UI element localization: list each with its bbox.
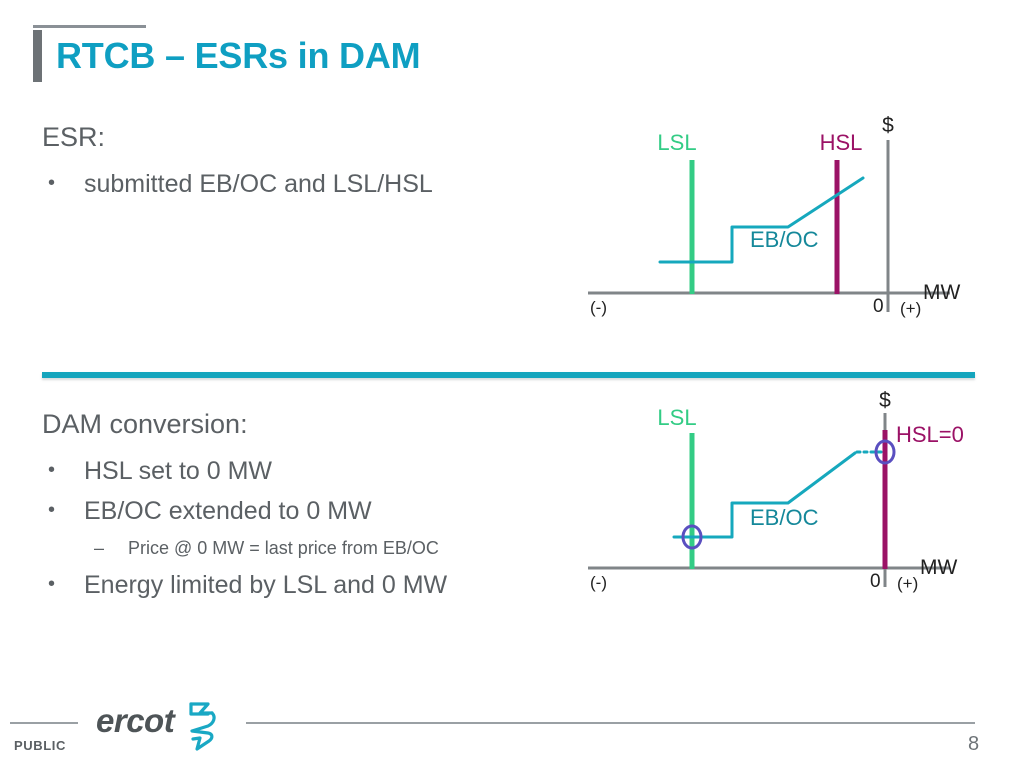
eboc-label: EB/OC xyxy=(750,227,819,252)
classification-label: PUBLIC xyxy=(14,738,66,753)
x-axis-negative-marker: (-) xyxy=(590,573,607,592)
x-axis-negative-marker: (-) xyxy=(590,298,607,317)
ercot-wordmark: ercot xyxy=(96,702,177,739)
footer-rule-left xyxy=(10,722,78,724)
y-axis-label: $ xyxy=(882,114,894,137)
upper-text-block: ESR: submitted EB/OC and LSL/HSL xyxy=(42,118,562,204)
lightning-bolt-icon xyxy=(189,702,216,751)
list-item: HSL set to 0 MW xyxy=(42,450,582,491)
section-divider xyxy=(42,372,975,378)
x-axis-zero-marker: 0 xyxy=(873,296,884,317)
x-axis-label: MW xyxy=(920,556,957,579)
lsl-label: LSL xyxy=(657,130,696,155)
x-axis-positive-marker: (+) xyxy=(900,299,921,318)
lsl-endpoint-marker xyxy=(681,524,703,550)
x-axis-label: MW xyxy=(923,281,960,304)
lsl-label: LSL xyxy=(657,405,696,430)
y-axis-label: $ xyxy=(879,389,891,412)
hsl-label: HSL xyxy=(820,130,863,155)
x-axis-positive-marker: (+) xyxy=(897,574,918,593)
chart-esr-submitted: LSL HSL EB/OC $ MW (-) 0 (+) xyxy=(560,100,980,330)
eboc-curve xyxy=(658,176,865,264)
list-item: submitted EB/OC and LSL/HSL xyxy=(42,163,562,204)
upper-bullet-list: submitted EB/OC and LSL/HSL xyxy=(42,163,562,204)
list-item-sub: Price @ 0 MW = last price from EB/OC xyxy=(42,531,582,565)
title-accent-rule xyxy=(33,25,146,28)
hsl-zero-label: HSL=0 xyxy=(896,422,964,447)
zero-mw-endpoint-marker xyxy=(874,439,896,465)
lower-lead-text: DAM conversion: xyxy=(42,409,248,439)
eboc-curve xyxy=(672,451,857,539)
title-accent-bar xyxy=(33,30,42,82)
footer-rule-right xyxy=(246,722,975,724)
lower-bullet-list: HSL set to 0 MW EB/OC extended to 0 MW P… xyxy=(42,450,582,605)
eboc-label: EB/OC xyxy=(750,505,819,530)
page-title: RTCB – ESRs in DAM xyxy=(56,35,421,76)
chart-dam-converted: LSL HSL=0 EB/OC $ MW (-) 0 (+) xyxy=(560,385,990,600)
list-item: EB/OC extended to 0 MW xyxy=(42,490,582,531)
lower-text-block: DAM conversion: HSL set to 0 MW EB/OC ex… xyxy=(42,405,582,605)
page-number: 8 xyxy=(968,733,980,755)
upper-lead-text: ESR: xyxy=(42,122,106,152)
ercot-logo: ercot xyxy=(96,698,230,754)
x-axis-zero-marker: 0 xyxy=(870,571,881,592)
list-item: Energy limited by LSL and 0 MW xyxy=(42,564,582,605)
